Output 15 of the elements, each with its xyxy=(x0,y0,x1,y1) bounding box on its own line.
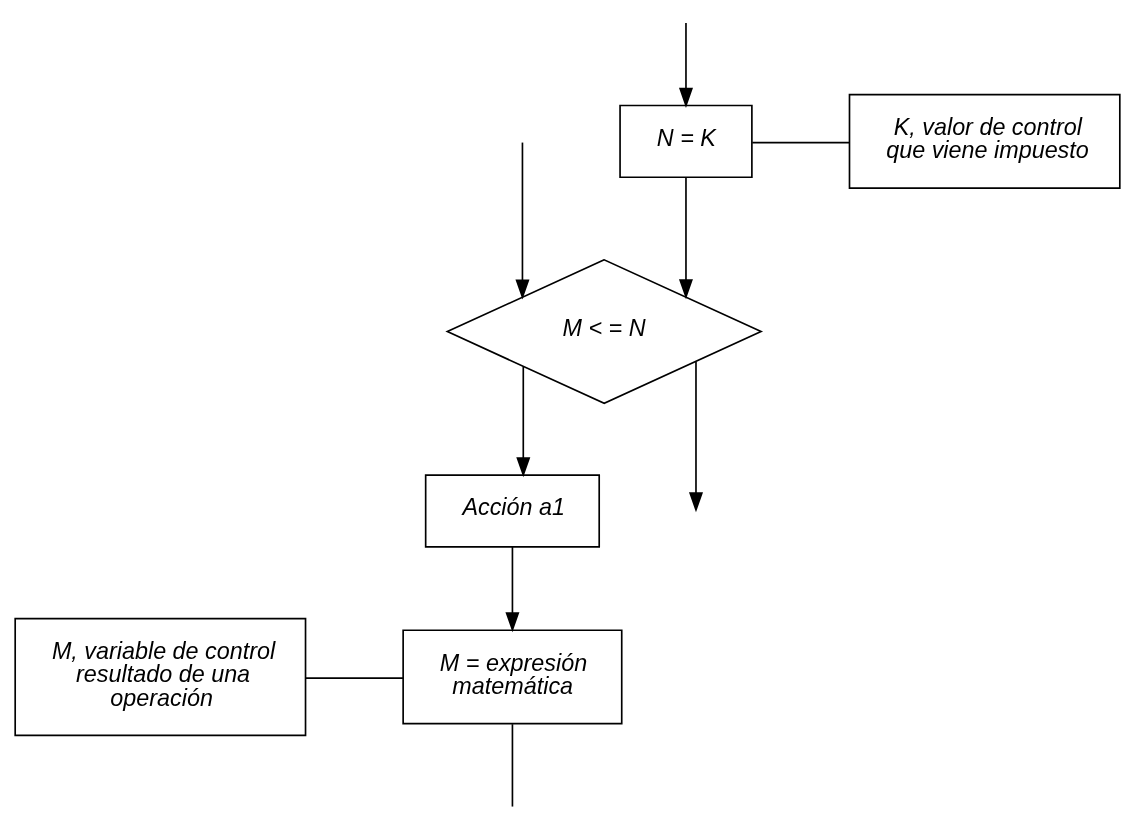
arrow xyxy=(505,546,520,633)
arrow xyxy=(678,22,693,108)
arrow xyxy=(516,365,531,478)
node-diamond: M < = N xyxy=(445,258,764,405)
node-box: M = expresión matemática xyxy=(402,629,623,725)
connector xyxy=(304,677,404,679)
node-box: N = K xyxy=(619,104,753,179)
node-box: K, valor de control que viene impuesto xyxy=(848,93,1121,189)
arrow xyxy=(688,361,703,513)
connector xyxy=(751,141,851,144)
arrow xyxy=(678,176,693,300)
arrow xyxy=(515,141,530,300)
node-box: M, variable de control resultado de una operación xyxy=(14,617,307,737)
node-box: Acción a1 xyxy=(424,474,601,548)
connector xyxy=(511,723,514,808)
